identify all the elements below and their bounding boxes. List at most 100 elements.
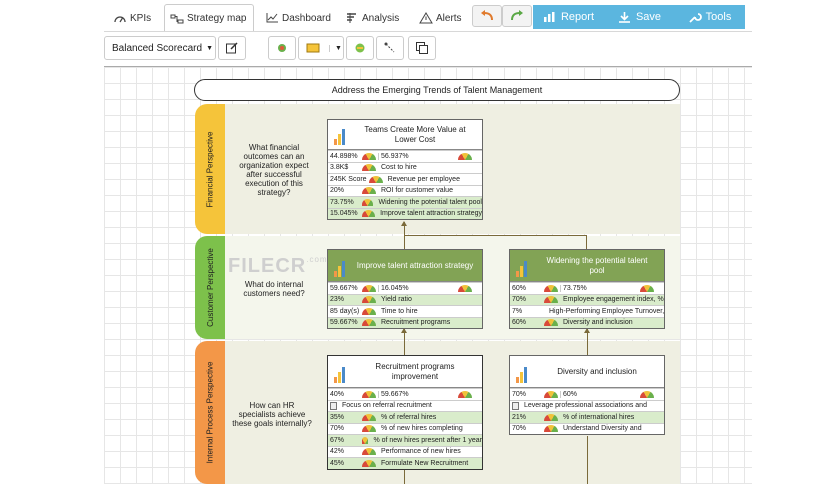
kpi-row[interactable]: 59.667%Recruitment programs bbox=[328, 316, 482, 328]
analysis-icon bbox=[347, 13, 356, 23]
document-icon bbox=[512, 401, 519, 410]
gauge-icon bbox=[544, 390, 558, 398]
connector bbox=[404, 470, 405, 484]
tab-label: KPIs bbox=[130, 12, 152, 24]
kpi-row[interactable]: 85 day(s)Time to hire bbox=[328, 305, 482, 317]
tools-button[interactable]: Tools bbox=[675, 5, 745, 29]
tab-label: Alerts bbox=[436, 12, 462, 24]
gauge-icon bbox=[544, 319, 558, 327]
card-title: Recruitment programs improvement bbox=[375, 361, 455, 381]
caret-down-icon: ▼ bbox=[329, 44, 342, 52]
kpi-row[interactable]: 42%Performance of new hires bbox=[328, 445, 482, 458]
kpi-label: Improve talent attraction strategy bbox=[380, 210, 482, 218]
kpi-row[interactable]: 45% Formulate New Recruitment bbox=[328, 457, 482, 469]
tab-kpis[interactable]: KPIs bbox=[108, 6, 157, 30]
gauge-icon bbox=[544, 425, 558, 433]
scorecard-select[interactable]: Balanced Scorecard ▼ bbox=[104, 36, 216, 60]
gauge-icon bbox=[362, 413, 376, 421]
bar-chart-icon bbox=[334, 367, 345, 383]
card-header: Recruitment programs improvement bbox=[328, 356, 482, 388]
kpi-row[interactable]: 23% Yield ratio bbox=[328, 293, 482, 305]
kpi-row[interactable]: 70%Understand Diversity and bbox=[510, 422, 664, 435]
strategy-map-icon bbox=[170, 14, 184, 23]
perspective-label: Customer Perspective bbox=[205, 248, 215, 327]
initiative-row[interactable]: Focus on referral recruitment bbox=[328, 399, 482, 412]
connector bbox=[404, 235, 587, 236]
kpi-row[interactable]: 35%% of referral hires bbox=[328, 411, 482, 423]
kpi-label: Time to hire bbox=[381, 307, 418, 315]
tab-analysis[interactable]: Analysis bbox=[340, 6, 405, 30]
copy-icon bbox=[416, 42, 428, 54]
add-perspective-button[interactable] bbox=[346, 36, 374, 60]
warning-icon bbox=[419, 12, 433, 24]
gauge-icon bbox=[544, 413, 558, 421]
connector-button[interactable] bbox=[376, 36, 404, 60]
perspective-icon bbox=[355, 43, 364, 53]
gauge-icon bbox=[362, 319, 376, 327]
kpi-label: Employee engagement index, % bbox=[563, 296, 664, 304]
connector bbox=[587, 436, 588, 484]
kpi-row[interactable]: 73.75%Widening the potential talent pool bbox=[328, 196, 482, 208]
save-button[interactable]: Save bbox=[605, 5, 675, 29]
kpi-row[interactable]: 70%Employee engagement index, % bbox=[510, 293, 664, 305]
kpi-row[interactable]: 70%% of new hires completing bbox=[328, 422, 482, 435]
connector-icon bbox=[384, 42, 395, 53]
perspective-label: Financial Perspective bbox=[205, 130, 215, 208]
kpi-label: Diversity and inclusion bbox=[563, 319, 633, 327]
gauge-icon bbox=[362, 164, 376, 172]
copy-button[interactable] bbox=[408, 36, 436, 60]
bar-chart-icon bbox=[334, 261, 345, 277]
fill-color-dropdown[interactable]: ▼ bbox=[298, 36, 344, 60]
goal-bubble[interactable]: Address the Emerging Trends of Talent Ma… bbox=[194, 79, 680, 101]
score-value: 60% bbox=[560, 390, 638, 398]
gauge-icon bbox=[362, 436, 369, 444]
undo-button[interactable] bbox=[472, 5, 502, 27]
card-header: Widening the potential talent pool bbox=[510, 250, 664, 282]
gauge-icon bbox=[362, 210, 376, 218]
initiative-label: Focus on referral recruitment bbox=[342, 402, 432, 410]
tab-alerts[interactable]: Alerts bbox=[414, 6, 468, 30]
tab-underline bbox=[104, 31, 752, 32]
kpi-row[interactable]: 67%% of new hires present after 1 year bbox=[328, 434, 482, 446]
card-title: Improve talent attraction strategy bbox=[356, 260, 474, 270]
card-score-row: 59.667%16.045% bbox=[328, 282, 482, 294]
tab-dashboard[interactable]: Dashboard bbox=[260, 6, 337, 30]
kpi-value: 45% bbox=[330, 459, 345, 467]
kpi-row[interactable]: 60%Diversity and inclusion bbox=[510, 316, 664, 328]
kpi-value: 23% bbox=[330, 296, 345, 304]
add-objective-button[interactable] bbox=[268, 36, 296, 60]
objective-card-attraction[interactable]: Improve talent attraction strategy 59.667… bbox=[327, 249, 483, 329]
kpi-label: Yield ratio bbox=[381, 296, 412, 304]
watermark: FILECR.com bbox=[228, 255, 328, 277]
kpi-row[interactable]: 7%High-Performing Employee Turnover, bbox=[510, 305, 664, 317]
kpi-row[interactable]: 15.045%Improve talent attraction strateg… bbox=[328, 207, 482, 219]
kpi-row[interactable]: 21%% of international hires bbox=[510, 411, 664, 423]
score-value: 56.937% bbox=[378, 152, 456, 160]
kpi-value: 245K Score bbox=[330, 175, 367, 183]
score-value: 16.045% bbox=[378, 284, 456, 292]
goal-text: Address the Emerging Trends of Talent Ma… bbox=[331, 85, 543, 95]
internal-lane: Internal Process Perspective bbox=[195, 341, 225, 484]
tab-label: Strategy map bbox=[187, 13, 247, 24]
card-title: Diversity and inclusion bbox=[557, 366, 637, 376]
tab-strategy-map[interactable]: Strategy map bbox=[164, 4, 254, 32]
redo-button[interactable] bbox=[502, 5, 532, 27]
report-button[interactable]: Report bbox=[533, 5, 605, 29]
kpi-row[interactable]: 3.8K$Cost to hire bbox=[328, 161, 482, 174]
kpi-label: Formulate New Recruitment bbox=[381, 459, 469, 467]
kpi-row[interactable]: 20%ROI for customer value bbox=[328, 184, 482, 197]
card-header: Improve talent attraction strategy bbox=[328, 250, 482, 282]
connector bbox=[587, 329, 588, 355]
gauge-icon bbox=[114, 16, 126, 23]
edit-scorecard-button[interactable] bbox=[218, 36, 246, 60]
kpi-label: Widening the potential talent pool bbox=[378, 198, 482, 206]
initiative-row[interactable]: Leverage professional associations and bbox=[510, 399, 664, 412]
score-value: 60% bbox=[512, 284, 527, 292]
bar-chart-icon bbox=[334, 129, 345, 145]
kpi-value: 70% bbox=[330, 425, 345, 433]
